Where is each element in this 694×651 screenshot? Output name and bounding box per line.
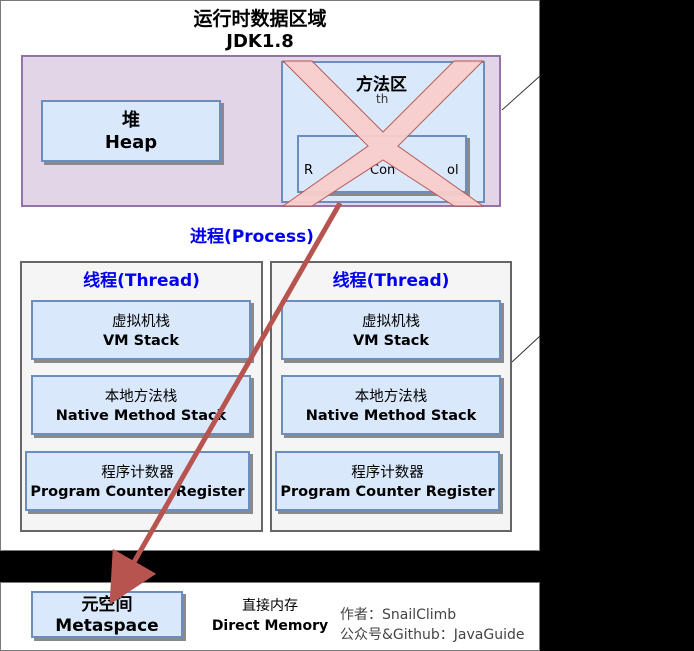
thread-2-title: 线程(Thread) — [332, 271, 450, 291]
thread-2-vm-stack: 虚拟机栈 VM Stack — [281, 300, 501, 360]
program-counter-cn: 程序计数器 — [101, 465, 174, 481]
method-area-label: 方法区 — [356, 75, 407, 95]
direct-memory-label: 直接内存 Direct Memory — [206, 596, 334, 636]
program-counter-en: Program Counter Register — [280, 484, 495, 500]
native-method-stack-en: Native Method Stack — [55, 408, 227, 424]
cross-mark — [281, 60, 485, 207]
heap-label-cn: 堆 — [122, 110, 140, 131]
vm-stack-cn: 虚拟机栈 — [362, 314, 420, 330]
runtime-constant-pool-fragment-mid: Con — [370, 163, 396, 178]
thread-1-program-counter: 程序计数器 Program Counter Register — [25, 451, 250, 511]
connector-line-bottom — [511, 335, 541, 363]
connector-line-top — [501, 75, 541, 111]
native-method-stack-cn: 本地方法栈 — [104, 389, 178, 405]
method-area-header-fragment: th — [376, 92, 389, 106]
vm-stack-en: VM Stack — [352, 333, 430, 349]
credit-account: 公众号&Github：JavaGuide — [340, 627, 525, 643]
direct-memory-en: Direct Memory — [211, 618, 329, 634]
credit-author: 作者：SnailClimb — [340, 607, 457, 623]
native-method-stack-en: Native Method Stack — [305, 408, 477, 424]
migration-arrow — [109, 201, 343, 605]
runtime-area-title: 运行时数据区域 — [193, 8, 327, 30]
process-label: 进程(Process) — [190, 227, 314, 247]
jdk-version-label: JDK1.8 — [226, 31, 294, 52]
runtime-constant-pool-fragment-left: R — [304, 163, 314, 178]
thread-1-title: 线程(Thread) — [83, 271, 200, 291]
native-method-stack-cn: 本地方法栈 — [354, 389, 428, 405]
heap-label-en: Heap — [104, 132, 158, 153]
vm-stack-cn: 虚拟机栈 — [112, 314, 170, 330]
direct-memory-cn: 直接内存 — [242, 598, 298, 614]
thread-1-vm-stack: 虚拟机栈 VM Stack — [31, 300, 251, 360]
metaspace-label-en: Metaspace — [55, 616, 159, 636]
program-counter-en: Program Counter Register — [30, 484, 245, 500]
thread-2-program-counter: 程序计数器 Program Counter Register — [275, 451, 500, 511]
runtime-constant-pool-fragment-right: ol — [447, 163, 459, 178]
thread-2-native-method-stack: 本地方法栈 Native Method Stack — [281, 375, 501, 435]
heap-box: 堆 Heap — [41, 100, 221, 162]
vm-stack-en: VM Stack — [102, 333, 180, 349]
program-counter-cn: 程序计数器 — [351, 465, 424, 481]
